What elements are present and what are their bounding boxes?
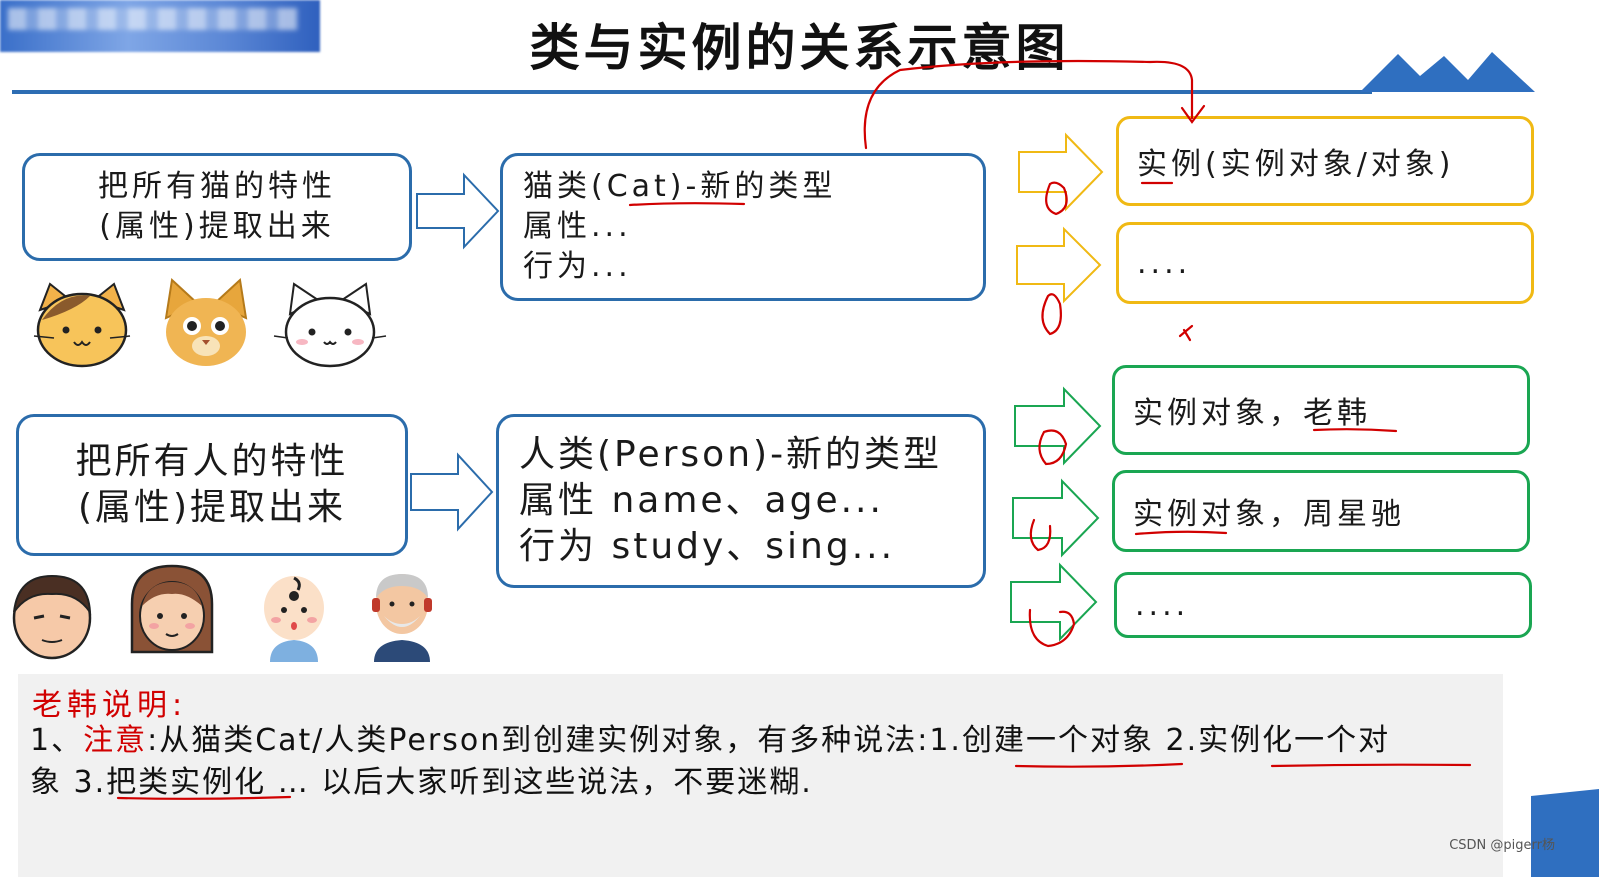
note-line-2: 象 3.把类实例化 … 以后大家听到这些说法，不要迷糊. bbox=[30, 765, 813, 800]
person-face-woman-icon bbox=[130, 564, 214, 654]
cat-source-line1: 把所有猫的特性 bbox=[98, 169, 336, 204]
person-source-line1: 把所有人的特性 bbox=[75, 441, 349, 482]
person-face-baby-icon bbox=[264, 576, 324, 662]
person-instance-arrow-3 bbox=[1010, 562, 1098, 642]
cat-instance-box-1: 实例(实例对象/对象) bbox=[1116, 116, 1534, 206]
cat-instance-box-2: .... bbox=[1116, 222, 1534, 304]
cat-class-arrow bbox=[416, 172, 500, 250]
title-underline bbox=[12, 90, 1372, 94]
cat-face-tabby-icon bbox=[164, 278, 248, 366]
cat-instance-arrow-2 bbox=[1016, 226, 1102, 304]
person-instance-box-3: .... bbox=[1114, 572, 1532, 638]
note-line1-prefix: 1、 bbox=[30, 723, 84, 758]
cat-face-white-icon bbox=[273, 282, 387, 368]
cat-instance-arrow-1 bbox=[1018, 132, 1104, 212]
person-class-line2: 属性 name、age... bbox=[519, 480, 884, 521]
cat-face-brown-icon bbox=[33, 282, 131, 368]
note-body: 1、注意:从猫类Cat/人类Person到创建实例对象，有多种说法:1.创建一个… bbox=[30, 720, 1480, 804]
cat-instance-2-text: .... bbox=[1137, 245, 1192, 281]
mountain-decoration bbox=[1360, 52, 1535, 92]
note-title: 老韩说明: bbox=[32, 688, 188, 723]
blurred-banner bbox=[0, 0, 320, 52]
person-class-arrow bbox=[410, 452, 494, 532]
cursor-mark bbox=[1178, 324, 1194, 342]
person-instance-box-1: 实例对象，老韩 bbox=[1112, 365, 1530, 455]
cat-source-box: 把所有猫的特性 (属性)提取出来 bbox=[22, 153, 412, 261]
person-instance-3-text: .... bbox=[1135, 587, 1190, 623]
note-line1-highlight: 注意 bbox=[83, 723, 148, 758]
note-panel bbox=[18, 674, 1503, 877]
corner-decoration bbox=[1531, 789, 1599, 877]
cat-class-box: 猫类(Cat)-新的类型 属性... 行为... bbox=[500, 153, 986, 301]
person-instance-arrow-2 bbox=[1012, 478, 1100, 558]
note-line-1: 1、注意:从猫类Cat/人类Person到创建实例对象，有多种说法:1.创建一个… bbox=[30, 720, 1480, 762]
person-face-elder-icon bbox=[372, 574, 432, 662]
person-class-line1: 人类(Person)-新的类型 bbox=[519, 434, 943, 475]
person-instance-2-text: 实例对象，周星驰 bbox=[1133, 497, 1405, 532]
person-source-box: 把所有人的特性 (属性)提取出来 bbox=[16, 414, 408, 556]
person-source-line2: (属性)提取出来 bbox=[77, 487, 347, 528]
cat-instance-1-text: 实例(实例对象/对象) bbox=[1137, 147, 1455, 182]
person-instance-box-2: 实例对象，周星驰 bbox=[1112, 470, 1530, 552]
watermark: CSDN @pigerr杨 bbox=[1449, 838, 1555, 853]
person-class-line3: 行为 study、sing... bbox=[519, 526, 896, 567]
cat-source-line2: (属性)提取出来 bbox=[99, 209, 335, 244]
cat-class-line1: 猫类(Cat)-新的类型 bbox=[523, 169, 837, 204]
cat-class-line2: 属性... bbox=[523, 209, 632, 244]
note-line1-rest: :从猫类Cat/人类Person到创建实例对象，有多种说法:1.创建一个对象 2… bbox=[147, 723, 1391, 758]
person-instance-arrow-1 bbox=[1014, 386, 1102, 466]
person-face-man-icon bbox=[12, 574, 92, 660]
person-instance-1-text: 实例对象，老韩 bbox=[1133, 396, 1371, 431]
cat-class-line3: 行为... bbox=[523, 249, 632, 284]
person-class-box: 人类(Person)-新的类型 属性 name、age... 行为 study、… bbox=[496, 414, 986, 588]
